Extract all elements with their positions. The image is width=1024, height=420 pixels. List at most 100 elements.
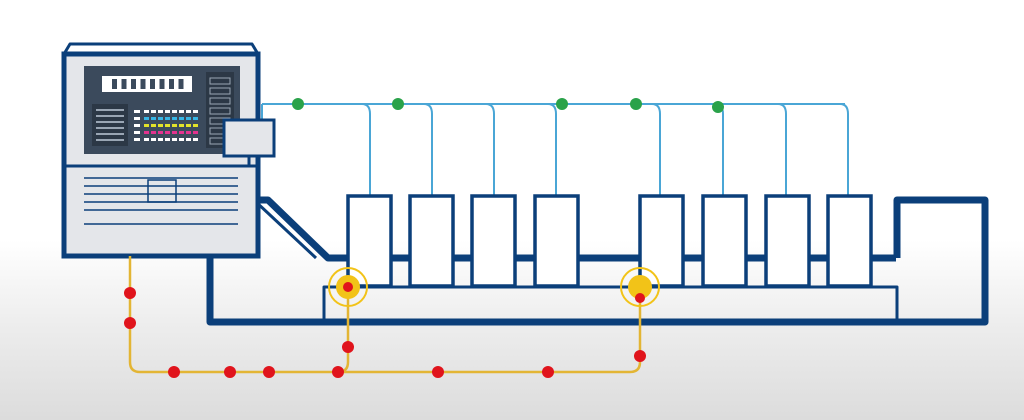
screen-press-units <box>112 79 184 89</box>
screen-ink-key <box>165 110 170 113</box>
control-node-icon <box>342 341 354 353</box>
screen-button-slot <box>209 77 231 85</box>
print-unit-7 <box>764 194 811 288</box>
print-unit-4 <box>533 194 580 288</box>
screen-list-line <box>96 121 124 123</box>
screen-ink-key <box>151 117 156 120</box>
screen-button-slot <box>209 97 231 105</box>
screen-unit-mark <box>112 79 117 89</box>
screen-ink-key <box>186 138 191 141</box>
print-unit-8 <box>826 194 873 288</box>
screen-ink-key <box>158 138 163 141</box>
print-unit-2 <box>408 194 455 288</box>
screen-ink-key <box>158 110 163 113</box>
control-node-icon <box>263 366 275 378</box>
screen-list-line <box>96 115 124 117</box>
screen-ink-key <box>179 138 184 141</box>
print-unit-6 <box>701 194 748 288</box>
data-drop-7 <box>777 103 787 196</box>
control-node-icon <box>224 366 236 378</box>
control-node-icon <box>168 366 180 378</box>
network-node-icon <box>292 98 304 110</box>
console-network-box <box>222 118 276 158</box>
console-drawer-handle <box>147 179 177 203</box>
screen-row-marker <box>134 131 140 134</box>
print-unit-5 <box>638 194 685 288</box>
sensor-icon <box>328 267 368 307</box>
screen-ink-key <box>144 110 149 113</box>
print-unit-1 <box>346 194 393 288</box>
data-nodes <box>292 98 724 113</box>
print-units <box>346 194 873 288</box>
screen-unit-mark <box>121 79 127 89</box>
screen-list-line <box>96 139 124 141</box>
screen-unit-mark <box>150 79 155 89</box>
screen-ink-key <box>144 138 149 141</box>
screen-ink-key <box>172 124 177 127</box>
screen-unit-mark <box>140 79 146 89</box>
screen-ink-key <box>151 131 156 134</box>
screen-ink-key <box>172 131 177 134</box>
delivery-unit <box>893 196 989 326</box>
control-node-icon <box>343 282 353 292</box>
screen-ink-key <box>144 117 149 120</box>
screen-unit-mark <box>159 79 165 89</box>
control-node-icon <box>542 366 554 378</box>
screen-ink-key <box>193 124 198 127</box>
screen-ink-key <box>151 124 156 127</box>
data-drop-5 <box>651 103 661 196</box>
screen-left-lines <box>96 109 124 141</box>
screen-row-marker <box>134 124 140 127</box>
screen-ink-key <box>165 117 170 120</box>
control-console <box>61 42 276 259</box>
data-drop-6 <box>714 103 724 196</box>
control-node-icon <box>432 366 444 378</box>
screen-ink-key <box>186 131 191 134</box>
screen-ink-key <box>186 110 191 113</box>
screen-ink-key <box>179 131 184 134</box>
network-node-icon <box>392 98 404 110</box>
control-line-main <box>128 256 350 374</box>
screen-ink-key <box>193 110 198 113</box>
control-node-icon <box>635 293 645 303</box>
screen-ink-key <box>186 117 191 120</box>
screen-unit-mark <box>169 79 174 89</box>
control-node-icon <box>634 350 646 362</box>
screen-row-marker <box>134 110 140 113</box>
screen-list-line <box>96 133 124 135</box>
screen-ink-key <box>158 117 163 120</box>
press-infeed-slope <box>253 199 318 260</box>
data-drop-2 <box>423 103 433 196</box>
screen-ink-key <box>151 138 156 141</box>
screen-list-line <box>96 127 124 129</box>
screen-ink-key <box>165 131 170 134</box>
screen-ink-key <box>193 131 198 134</box>
screen-ink-key <box>193 117 198 120</box>
data-drop-3 <box>485 103 495 196</box>
screen-unit-mark <box>178 79 184 89</box>
screen-unit-mark <box>131 79 136 89</box>
screen-ink-key <box>179 110 184 113</box>
screen-list-line <box>96 109 124 111</box>
screen-ink-key <box>179 124 184 127</box>
data-drop-4 <box>547 103 557 196</box>
control-nodes <box>124 282 646 378</box>
screen-ink-key <box>151 110 156 113</box>
screen-ink-key <box>179 117 184 120</box>
press-inner-rail <box>322 285 899 322</box>
control-node-icon <box>332 366 344 378</box>
screen-ink-key <box>158 124 163 127</box>
screen-color-bars <box>134 110 198 141</box>
screen-ink-key <box>186 124 191 127</box>
screen-ink-key <box>165 138 170 141</box>
data-drop-8 <box>839 103 849 196</box>
screen-ink-key <box>158 131 163 134</box>
control-line-branch <box>338 290 642 374</box>
control-network <box>128 256 642 374</box>
console-cap <box>62 42 260 55</box>
screen-ink-key <box>172 110 177 113</box>
screen-ink-key <box>172 138 177 141</box>
screen-button-slot <box>209 107 231 115</box>
network-node-icon <box>630 98 642 110</box>
